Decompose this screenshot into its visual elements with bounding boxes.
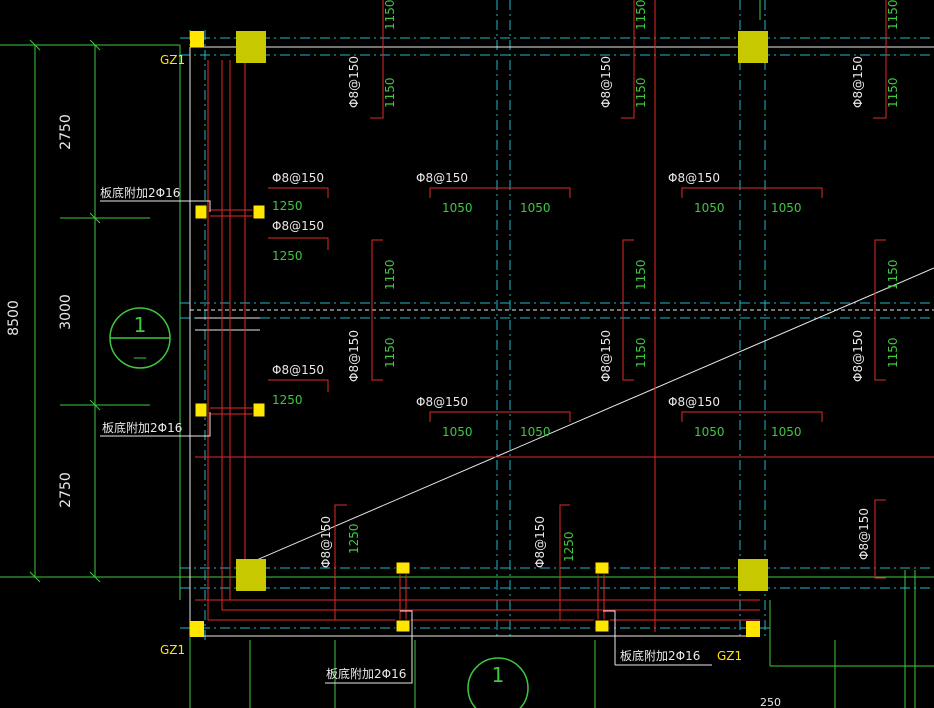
rebar-lines xyxy=(195,0,934,632)
column-bottom-mid xyxy=(738,559,768,591)
section-marker-left-number: 1 xyxy=(134,313,147,337)
bottom-dim: 250 xyxy=(760,696,781,708)
spec-h-2: Φ8@150 xyxy=(272,219,324,233)
gz-tag-bottom-left: GZ1 xyxy=(160,643,185,657)
gz-top-left xyxy=(190,31,204,47)
spec-v-3: Φ8@150 xyxy=(851,56,865,108)
column-bottom-left xyxy=(236,559,266,591)
len-1150-f: 1150 xyxy=(634,77,648,108)
len-1150-c: 1150 xyxy=(383,259,397,290)
len-1250-b: 1250 xyxy=(272,249,303,263)
len-1150-k: 1150 xyxy=(886,259,900,290)
len-1050-d: 1050 xyxy=(771,201,802,215)
section-marker-bottom-number: 1 xyxy=(492,663,505,687)
spec-v-4: Φ8@150 xyxy=(347,330,361,382)
len-1050-g: 1050 xyxy=(694,425,725,439)
dim-bottom: 2750 xyxy=(58,472,74,508)
spec-v-2: Φ8@150 xyxy=(599,56,613,108)
len-1050-b: 1050 xyxy=(520,201,551,215)
dim-total: 8500 xyxy=(6,300,22,336)
len-1150-j: 1150 xyxy=(886,77,900,108)
spec-h-5: Φ8@150 xyxy=(668,171,720,185)
gz-bottom-right xyxy=(746,621,760,637)
len-1050-a: 1050 xyxy=(442,201,473,215)
columns xyxy=(190,31,768,637)
len-1150-b: 1150 xyxy=(383,77,397,108)
len-1050-c: 1050 xyxy=(694,201,725,215)
len-1050-f: 1050 xyxy=(520,425,551,439)
column-top-left xyxy=(236,31,266,63)
len-1150-l: 1150 xyxy=(886,337,900,368)
len-1250-a: 1250 xyxy=(272,199,303,213)
gz-tag-top: GZ1 xyxy=(160,53,185,67)
len-1050-e: 1050 xyxy=(442,425,473,439)
gz-bottom-left xyxy=(190,621,204,637)
spec-v-6: Φ8@150 xyxy=(851,330,865,382)
extra-bar-note-3: 板底附加2Φ16 xyxy=(326,666,406,681)
spec-h-3: Φ8@150 xyxy=(272,363,324,377)
spec-v-5: Φ8@150 xyxy=(599,330,613,382)
dim-top: 2750 xyxy=(58,114,74,150)
extra-bar-note-1: 板底附加2Φ16 xyxy=(100,185,180,200)
len-1150-h: 1150 xyxy=(634,337,648,368)
section-marker-bottom xyxy=(467,657,529,708)
spec-v-9: Φ8@150 xyxy=(857,508,871,560)
spec-v-7: Φ8@150 xyxy=(319,516,333,568)
length-labels: 1150 1150 1150 1150 1150 1150 1150 1150 … xyxy=(272,0,900,562)
spec-v-8: Φ8@150 xyxy=(533,516,547,568)
len-1250-e: 1250 xyxy=(562,531,576,562)
extra-bar-note-2: 板底附加2Φ16 xyxy=(102,420,182,435)
spec-h-7: Φ8@150 xyxy=(668,395,720,409)
len-1250-d: 1250 xyxy=(347,523,361,554)
leader-lines xyxy=(100,200,712,684)
gz-tag-bottom-right: GZ1 xyxy=(717,649,742,663)
spec-h-4: Φ8@150 xyxy=(416,171,468,185)
section-marker-left xyxy=(109,307,171,369)
extra-bar-marks xyxy=(194,204,610,633)
len-1150-i: 1150 xyxy=(886,0,900,30)
spec-h-1: Φ8@150 xyxy=(272,171,324,185)
section-marker-left-tail: — xyxy=(133,350,147,366)
spec-v-1: Φ8@150 xyxy=(347,56,361,108)
spec-h-6: Φ8@150 xyxy=(416,395,468,409)
len-1150-a: 1150 xyxy=(383,0,397,30)
len-1250-c: 1250 xyxy=(272,393,303,407)
len-1150-g: 1150 xyxy=(634,259,648,290)
column-top-mid xyxy=(738,31,768,63)
dim-mid: 3000 xyxy=(58,294,74,330)
len-1150-e: 1150 xyxy=(634,0,648,30)
beam-lines xyxy=(189,46,934,637)
len-1150-d: 1150 xyxy=(383,337,397,368)
extra-bar-note-4: 板底附加2Φ16 xyxy=(620,648,700,663)
len-1050-h: 1050 xyxy=(771,425,802,439)
rebar-spec-labels: Φ8@150 Φ8@150 Φ8@150 Φ8@150 Φ8@150 Φ8@15… xyxy=(272,56,871,568)
